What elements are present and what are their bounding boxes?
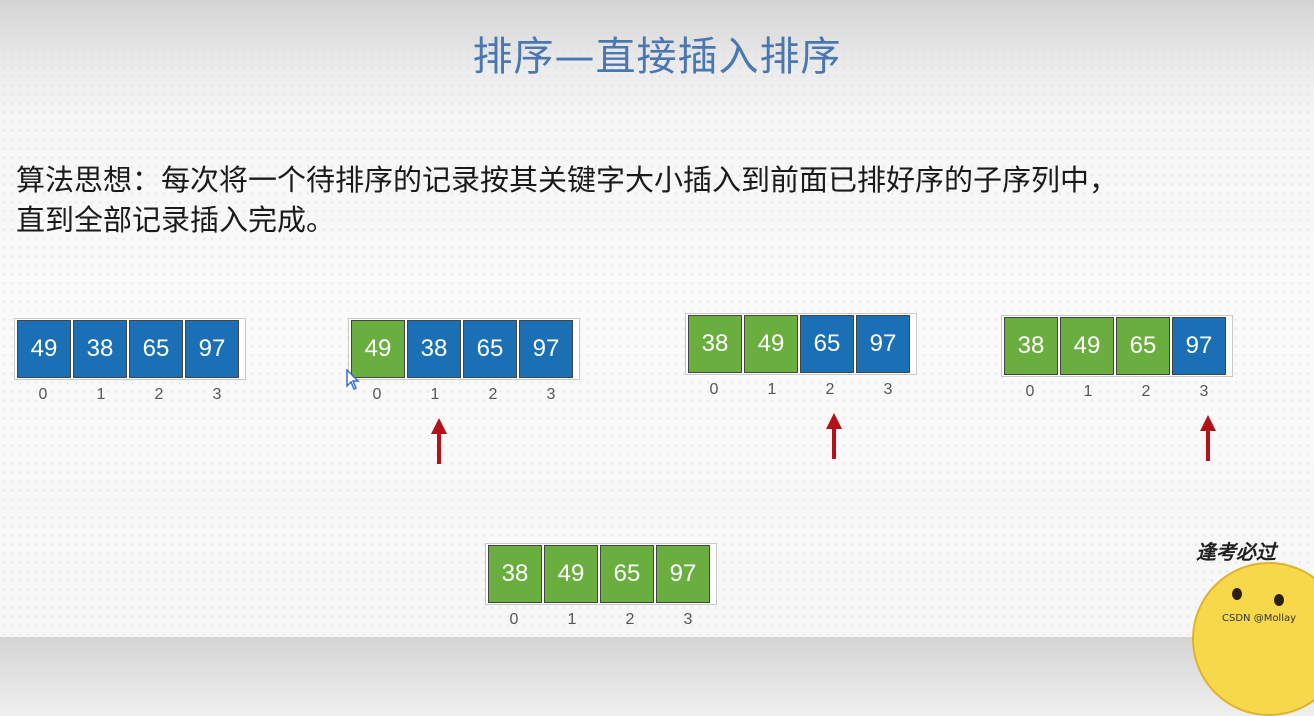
index-label: 0 — [38, 386, 48, 403]
index-label: 1 — [430, 386, 440, 403]
array-cell: 65 — [463, 320, 517, 378]
index-label: 2 — [488, 386, 498, 403]
watermark: CSDN @Mollay — [1222, 613, 1297, 624]
array-cell: 97 — [656, 545, 710, 603]
array-cell: 49 — [351, 320, 405, 378]
array-cell: 38 — [688, 315, 742, 373]
brand-logo-text: 逢考必过 — [1196, 540, 1276, 564]
array-cell: 38 — [488, 545, 542, 603]
up-arrow-icon — [1200, 415, 1216, 461]
index-label: 0 — [1025, 383, 1035, 400]
array-cell: 65 — [129, 320, 183, 378]
index-label: 0 — [709, 381, 719, 398]
array-cell: 38 — [73, 320, 127, 378]
index-label: 1 — [1083, 383, 1093, 400]
algorithm-description: 算法思想：每次将一个待排序的记录按其关键字大小插入到前面已排好序的子序列中， 直… — [16, 160, 1306, 240]
index-label: 3 — [1199, 383, 1209, 400]
array-cell: 49 — [544, 545, 598, 603]
index-labels: 0 1 2 3 — [14, 380, 246, 404]
array-cell: 38 — [407, 320, 461, 378]
index-label: 1 — [567, 611, 577, 628]
index-labels: 0 1 2 3 — [685, 375, 917, 399]
description-line-1: 算法思想：每次将一个待排序的记录按其关键字大小插入到前面已排好序的子序列中， — [16, 163, 1119, 197]
index-label: 3 — [883, 381, 893, 398]
array-cell: 38 — [1004, 317, 1058, 375]
index-label: 0 — [509, 611, 519, 628]
index-label: 1 — [96, 386, 106, 403]
index-label: 2 — [1141, 383, 1151, 400]
index-labels: 0 1 2 3 — [485, 605, 717, 629]
array-cell: 49 — [1060, 317, 1114, 375]
index-labels: 0 1 2 3 — [1001, 377, 1233, 401]
array-cell: 97 — [856, 315, 910, 373]
array-cell: 49 — [744, 315, 798, 373]
array-cell: 97 — [185, 320, 239, 378]
array-cell: 65 — [800, 315, 854, 373]
index-label: 2 — [825, 381, 835, 398]
array-cell: 65 — [1116, 317, 1170, 375]
up-arrow-icon — [431, 418, 447, 464]
description-line-2: 直到全部记录插入完成。 — [16, 203, 336, 237]
index-label: 0 — [372, 386, 382, 403]
index-label: 3 — [546, 386, 556, 403]
slide-title: 排序—直接插入排序 — [472, 34, 842, 80]
array-cell: 97 — [519, 320, 573, 378]
index-label: 1 — [767, 381, 777, 398]
index-label: 2 — [625, 611, 635, 628]
index-label: 3 — [212, 386, 222, 403]
array-cell: 97 — [1172, 317, 1226, 375]
index-label: 3 — [683, 611, 693, 628]
index-labels: 0 1 2 3 — [348, 380, 580, 404]
array-cell: 65 — [600, 545, 654, 603]
up-arrow-icon — [826, 413, 842, 459]
index-label: 2 — [154, 386, 164, 403]
array-cell: 49 — [17, 320, 71, 378]
